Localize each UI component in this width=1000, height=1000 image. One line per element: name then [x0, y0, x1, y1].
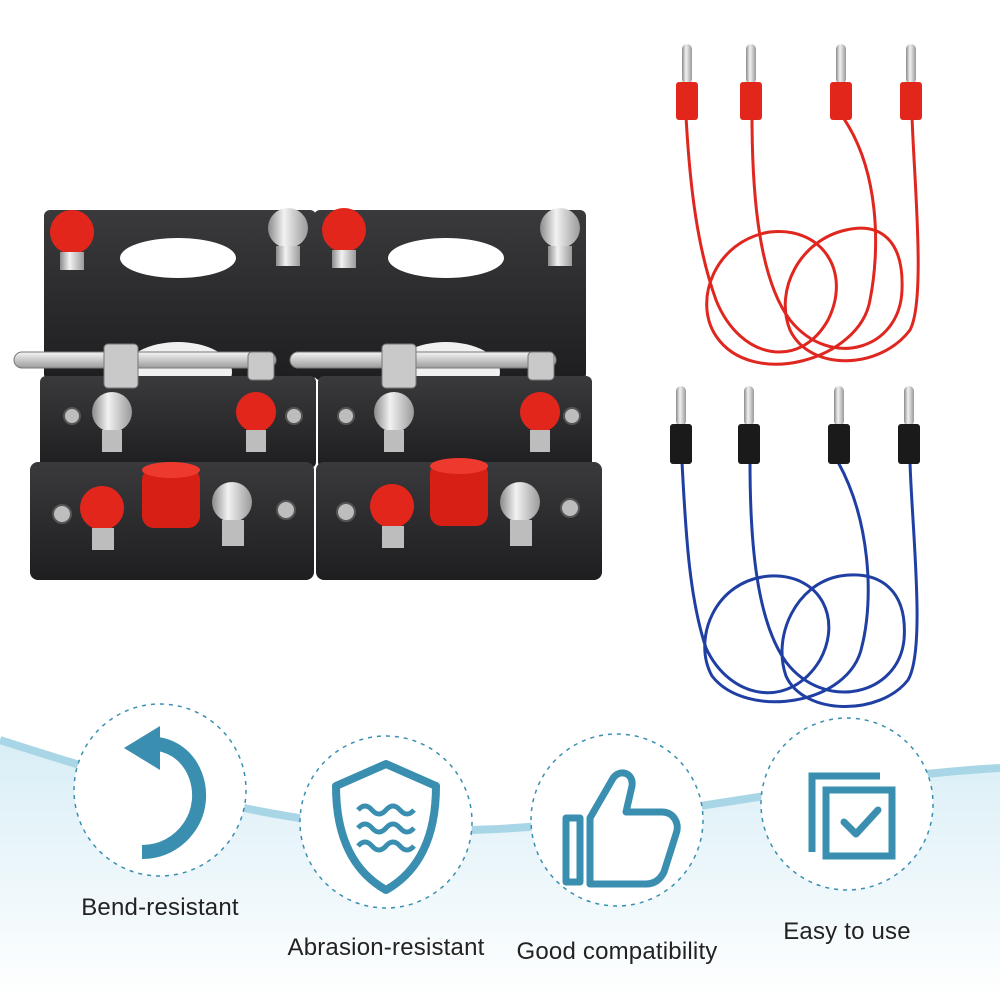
black-plug-2 [738, 386, 760, 464]
feature-label-abrasion-resistant: Abrasion-resistant [287, 934, 485, 961]
red-plug-4 [900, 44, 922, 120]
knife-switch-right [289, 208, 592, 468]
push-switch-right [316, 458, 602, 580]
red-plug-1 [676, 44, 698, 120]
background-band [0, 742, 1000, 1000]
checkbox-copy-icon [808, 772, 896, 860]
shield-wave-icon [332, 760, 440, 894]
feature-label-bend-resistant: Bend-resistant [81, 894, 239, 921]
blue-test-leads [680, 461, 919, 708]
feature-good-compatibility [530, 733, 704, 907]
push-switch-left [30, 462, 314, 580]
feature-label-good-compatibility: Good compatibility [516, 938, 718, 965]
red-plug-3 [830, 44, 852, 120]
knife-switch-left [13, 208, 316, 468]
feature-easy-to-use [760, 717, 934, 891]
black-plug-1 [670, 386, 692, 464]
red-plug-2 [740, 44, 762, 120]
thumbs-up-icon [562, 769, 681, 888]
black-plug-4 [898, 386, 920, 464]
feature-bend-resistant [73, 703, 247, 877]
feature-abrasion-resistant [299, 735, 473, 909]
feature-label-easy-to-use: Easy to use [783, 918, 911, 945]
bend-arrow-icon [124, 726, 207, 859]
black-plug-3 [828, 386, 850, 464]
red-test-leads [684, 115, 920, 366]
